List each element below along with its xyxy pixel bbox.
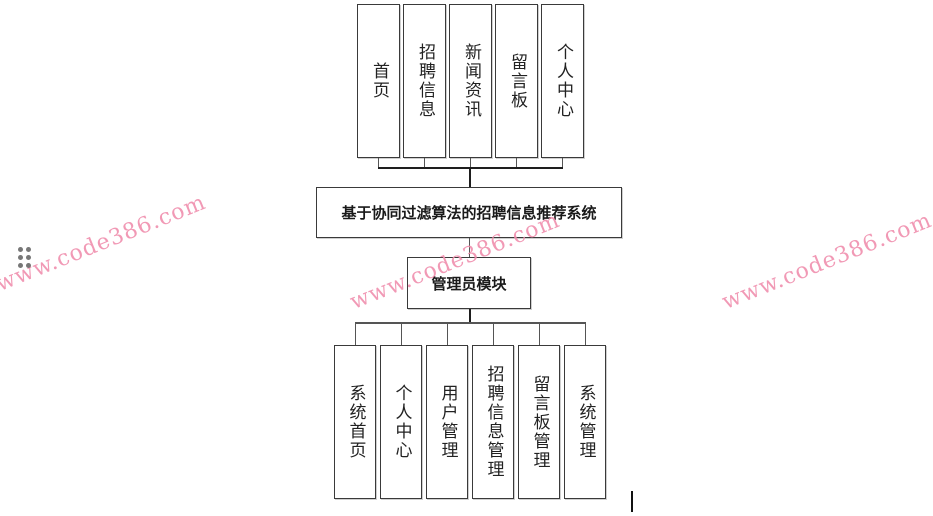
connector-line [424, 158, 425, 168]
connector-line [493, 322, 494, 346]
connector-line [539, 322, 540, 346]
module-label: 系统首页 [345, 384, 366, 460]
module-label: 个人中心 [553, 43, 573, 119]
module-box-personal-center: 个人中心 [541, 4, 584, 158]
admin-box-system-home: 系统首页 [334, 345, 376, 499]
module-label: 招聘信息 [415, 43, 435, 119]
watermark-text: www.code386.com [718, 207, 933, 315]
system-title-box: 基于协同过滤算法的招聘信息推荐系统 [316, 187, 622, 238]
connector-line [516, 158, 517, 168]
system-title: 基于协同过滤算法的招聘信息推荐系统 [341, 204, 597, 222]
connector-line [562, 158, 563, 168]
module-box-job-info: 招聘信息 [403, 4, 446, 158]
module-label: 留言板 [507, 52, 527, 110]
module-label: 留言板管理 [529, 374, 550, 470]
watermark-text: www.code386.com [0, 189, 210, 297]
admin-box-message-board-management: 留言板管理 [518, 345, 560, 499]
admin-box-job-info-management: 招聘信息管理 [472, 345, 514, 499]
admin-module-label: 管理员模块 [431, 274, 507, 293]
connector-line [447, 322, 448, 346]
admin-box-personal-center: 个人中心 [380, 345, 422, 499]
module-box-news: 新闻资讯 [449, 4, 492, 158]
admin-box-user-management: 用户管理 [426, 345, 468, 499]
connector-line [401, 322, 402, 346]
admin-box-system-management: 系统管理 [564, 345, 606, 499]
module-label: 招聘信息管理 [483, 365, 504, 479]
connector-line [378, 158, 379, 168]
module-box-message-board: 留言板 [495, 4, 538, 158]
connector-line [355, 322, 356, 346]
module-label: 个人中心 [391, 384, 412, 460]
module-label: 用户管理 [437, 384, 458, 460]
connector-line [469, 238, 470, 257]
connector-line [470, 158, 471, 168]
module-box-home: 首页 [357, 4, 400, 158]
connector-line [585, 322, 586, 346]
connector-line [469, 309, 471, 323]
connector-bus-bottom [355, 322, 586, 324]
connector-line [469, 167, 471, 188]
module-label: 系统管理 [575, 384, 596, 460]
module-label: 首页 [369, 62, 389, 100]
text-cursor-icon [631, 491, 633, 512]
module-label: 新闻资讯 [461, 43, 481, 119]
admin-module-box: 管理员模块 [407, 257, 531, 309]
drag-handle-icon[interactable] [18, 247, 32, 269]
